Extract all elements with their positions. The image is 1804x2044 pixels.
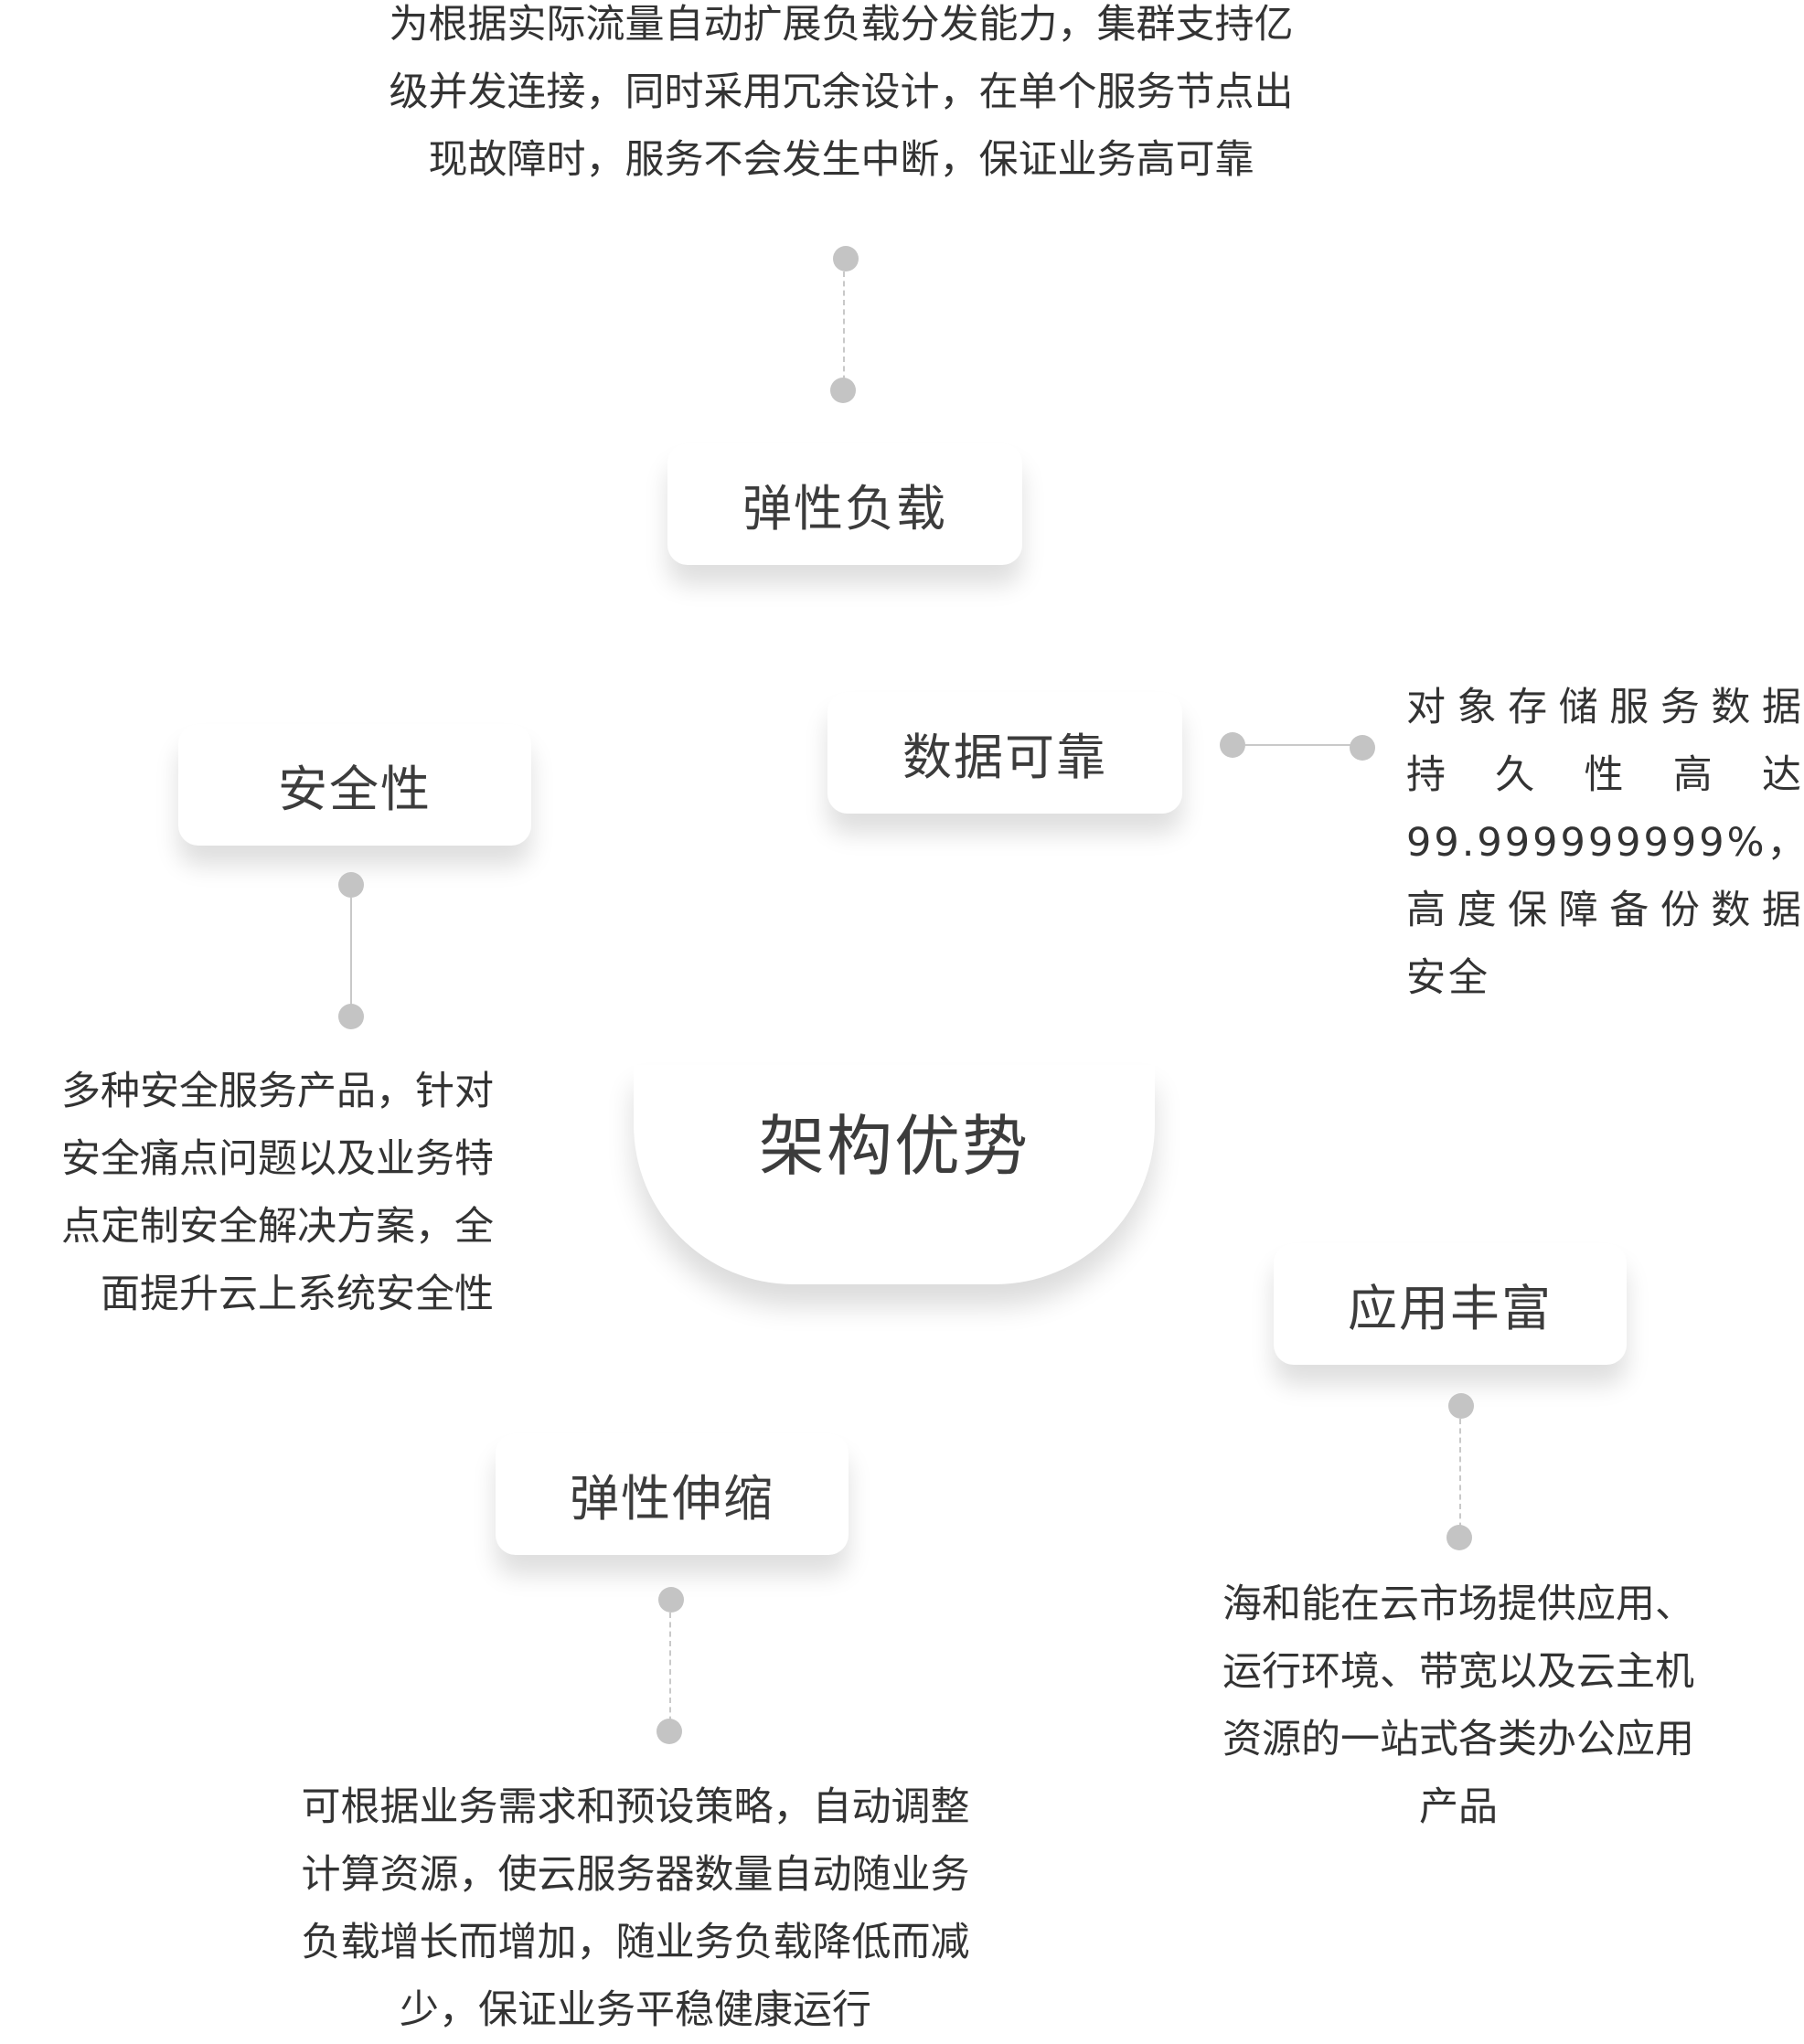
elastic-load-title: 弹性负载 xyxy=(742,480,947,538)
connector-dot xyxy=(658,1587,684,1613)
security-desc-line: 面提升云上系统安全性 xyxy=(101,1272,494,1317)
data-reliable-desc-line: 持久性高达 xyxy=(1406,752,1804,798)
elastic-scaling-desc-line: 计算资源，使云服务器数量自动随业务 xyxy=(301,1852,970,1898)
security-desc-line: 多种安全服务产品，针对 xyxy=(61,1069,494,1114)
elastic-scaling-description: 可根据业务需求和预设策略，自动调整 计算资源，使云服务器数量自动随业务 负载增长… xyxy=(219,1773,1051,2044)
security-title: 安全性 xyxy=(278,761,432,818)
elastic-load-desc-line: 为根据实际流量自动扩展负载分发能力，集群支持亿 xyxy=(389,2,1294,48)
rich-apps-title: 应用丰富 xyxy=(1348,1280,1553,1337)
connector-dot xyxy=(1220,732,1245,758)
connector-dot xyxy=(338,872,364,898)
rich-apps-description: 海和能在云市场提供应用、 运行环境、带宽以及云主机 资源的一站式各类办公应用 产… xyxy=(1170,1570,1746,1841)
data-reliable-desc-line: 安全 xyxy=(1406,955,1490,1001)
elastic-load-desc-line: 级并发连接，同时采用冗余设计，在单个服务节点出 xyxy=(389,69,1294,115)
rich-apps-desc-line: 产品 xyxy=(1419,1784,1498,1830)
connector-line xyxy=(843,271,845,390)
connector-line xyxy=(669,1613,671,1731)
elastic-load-card: 弹性负载 xyxy=(667,443,1022,565)
elastic-scaling-desc-line: 可根据业务需求和预设策略，自动调整 xyxy=(301,1784,970,1830)
data-reliable-description: 对象存储服务数据 持久性高达 99.999999999%， 高度保障备份数据 安… xyxy=(1406,674,1804,1012)
elastic-scaling-desc-line: 少，保证业务平稳健康运行 xyxy=(400,1987,871,2033)
rich-apps-desc-line: 运行环境、带宽以及云主机 xyxy=(1222,1649,1694,1695)
connector-dot xyxy=(1446,1525,1472,1550)
data-reliable-card: 数据可靠 xyxy=(827,692,1182,814)
connector-line xyxy=(1459,1419,1461,1538)
elastic-load-description: 为根据实际流量自动扩展负载分发能力，集群支持亿 级并发连接，同时采用冗余设计，在… xyxy=(302,0,1381,194)
connector-dot xyxy=(833,246,859,271)
data-reliable-title: 数据可靠 xyxy=(902,729,1107,786)
rich-apps-desc-line: 资源的一站式各类办公应用 xyxy=(1222,1717,1694,1762)
security-desc-line: 点定制安全解决方案，全 xyxy=(61,1204,494,1250)
center-title: 架构优势 xyxy=(758,1108,1030,1185)
elastic-load-desc-line: 现故障时，服务不会发生中断，保证业务高可靠 xyxy=(428,137,1254,183)
data-reliable-desc-line: 99.999999999%， xyxy=(1406,820,1804,866)
elastic-scaling-desc-line: 负载增长而增加，随业务负载降低而减 xyxy=(301,1920,970,1965)
connector-dot xyxy=(1350,735,1375,761)
data-reliable-desc-line: 对象存储服务数据 xyxy=(1406,685,1804,730)
connector-line xyxy=(350,898,352,1017)
connector-dot xyxy=(656,1719,682,1744)
architecture-center-card: 架构优势 xyxy=(634,1065,1155,1284)
rich-apps-card: 应用丰富 xyxy=(1274,1243,1627,1365)
rich-apps-desc-line: 海和能在云市场提供应用、 xyxy=(1222,1581,1694,1627)
data-reliable-desc-line: 高度保障备份数据 xyxy=(1406,888,1804,933)
elastic-scaling-card: 弹性伸缩 xyxy=(496,1433,849,1555)
security-description: 多种安全服务产品，针对 安全痛点问题以及业务特 点定制安全解决方案，全 面提升云… xyxy=(0,1058,494,1328)
elastic-scaling-title: 弹性伸缩 xyxy=(570,1470,774,1528)
connector-dot xyxy=(1448,1393,1474,1419)
security-desc-line: 安全痛点问题以及业务特 xyxy=(61,1136,494,1182)
connector-line xyxy=(1245,744,1353,746)
security-card: 安全性 xyxy=(178,724,531,846)
connector-dot xyxy=(830,378,856,403)
connector-dot xyxy=(338,1004,364,1029)
